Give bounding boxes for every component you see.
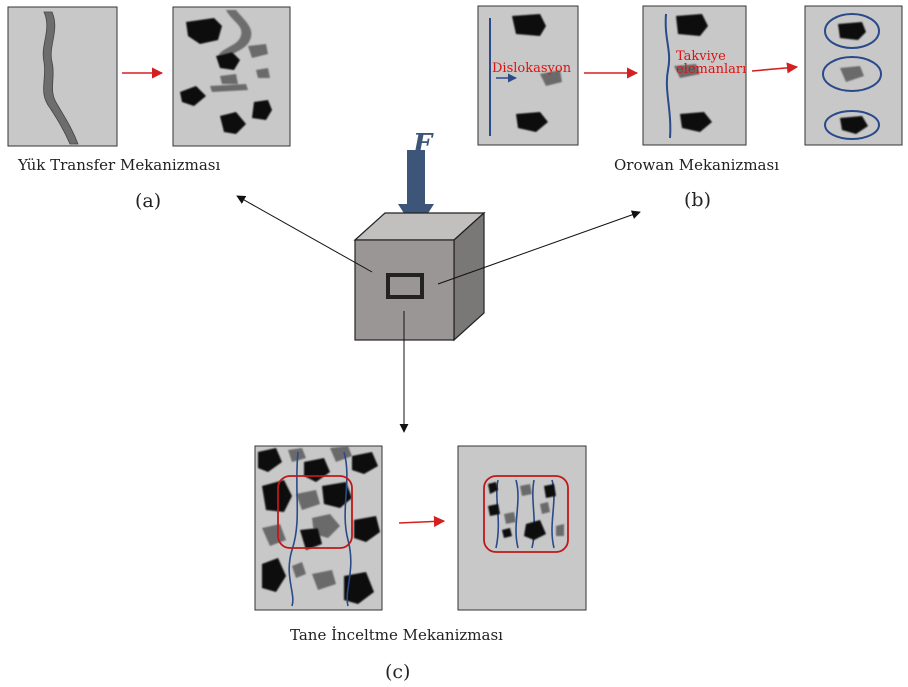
grain-refinement-group: Tane İnceltme Mekanizması (c) bbox=[254, 445, 587, 683]
reinforcement-label-line2: elemanları bbox=[676, 62, 746, 77]
orowan-red-arrow-2 bbox=[751, 62, 799, 74]
label-a: (a) bbox=[135, 190, 161, 212]
orowan-particles-1 bbox=[512, 14, 562, 132]
grain-boundary-line-2 bbox=[343, 451, 352, 607]
label-b: (b) bbox=[684, 189, 711, 211]
reinforcement-label-line1: Takviye bbox=[676, 49, 726, 64]
label-c: (c) bbox=[385, 661, 410, 683]
grain-panel-after bbox=[457, 445, 587, 611]
pointer-to-a bbox=[236, 195, 373, 273]
specimen-cube-group: F bbox=[236, 129, 641, 433]
orowan-group: Dislokasyon Takviye elemanları Orowan Me… bbox=[477, 5, 903, 211]
grain-boundary-line-1 bbox=[288, 451, 299, 607]
dislocation-loops bbox=[822, 13, 882, 140]
pointer-to-b bbox=[437, 210, 641, 285]
force-arrow bbox=[398, 150, 434, 232]
grain-red-arrow bbox=[398, 515, 446, 528]
crack-path bbox=[42, 11, 79, 145]
grain-highlight-box-before bbox=[277, 475, 353, 549]
orowan-title: Orowan Mekanizması bbox=[614, 156, 779, 174]
orowan-particles-3 bbox=[838, 22, 868, 134]
grain-refinement-title: Tane İnceltme Mekanizması bbox=[290, 626, 503, 644]
dislocation-line-bowed bbox=[664, 13, 672, 139]
grain-particles-before bbox=[258, 446, 380, 604]
orowan-particles-2 bbox=[674, 14, 712, 132]
load-transfer-group: Yük Transfer Mekanizması (a) bbox=[7, 6, 291, 212]
grain-particles-after bbox=[488, 482, 564, 540]
load-transfer-title: Yük Transfer Mekanizması bbox=[17, 156, 220, 174]
cube-inspection-window bbox=[386, 273, 424, 299]
load-transfer-particles bbox=[180, 10, 272, 134]
grain-highlight-box-after bbox=[483, 475, 569, 553]
dislocation-label: Dislokasyon bbox=[492, 61, 572, 76]
